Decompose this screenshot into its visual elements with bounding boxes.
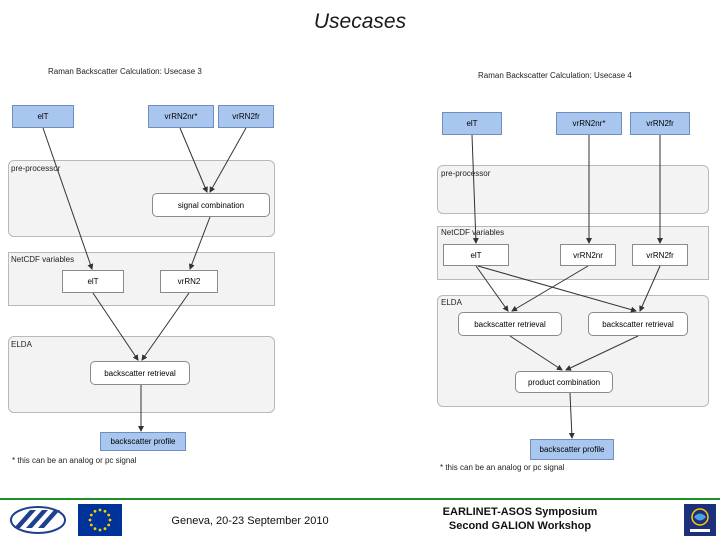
right-input-vrrn2nr: vrRN2nr*: [556, 112, 622, 135]
right-preprocessor-group: [437, 165, 709, 214]
right-netcdf-vrrn2fr: vrRN2fr: [632, 244, 688, 266]
left-diagram-title: Raman Backscatter Calculation: Usecase 3: [48, 67, 202, 76]
footer-event: EARLINET-ASOS Symposium Second GALION Wo…: [410, 505, 630, 533]
right-netcdf-label: NetCDF variables: [441, 228, 505, 237]
left-note: * this can be an analog or pc signal: [12, 456, 137, 465]
eu-flag-logo: [78, 504, 122, 536]
left-netcdf-vrrn2: vrRN2: [160, 270, 218, 293]
right-input-vrrn2fr: vrRN2fr: [630, 112, 690, 135]
footer-divider: [0, 498, 720, 500]
left-netcdf-label: NetCDF variables: [11, 255, 75, 264]
left-signal-combination: signal combination: [152, 193, 270, 217]
left-input-elt: elT: [12, 105, 74, 128]
project-logo: [10, 506, 66, 534]
right-backscatter-retrieval-1: backscatter retrieval: [458, 312, 562, 336]
right-backscatter-profile: backscatter profile: [530, 439, 614, 460]
footer-location-date: Geneva, 20-23 September 2010: [171, 515, 329, 527]
right-preprocessor-label: pre-processor: [441, 169, 491, 178]
right-note: * this can be an analog or pc signal: [440, 463, 565, 472]
right-product-combination: product combination: [515, 371, 613, 393]
slide-title: Usecases: [313, 10, 407, 33]
left-netcdf-elt: elT: [62, 270, 124, 293]
right-netcdf-vrrn2nr: vrRN2nr: [560, 244, 616, 266]
left-backscatter-profile: backscatter profile: [100, 432, 186, 451]
left-preprocessor-label: pre-processor: [11, 164, 61, 173]
right-backscatter-retrieval-2: backscatter retrieval: [588, 312, 688, 336]
left-input-vrrn2fr: vrRN2fr: [218, 105, 274, 128]
right-input-elt: elT: [442, 112, 502, 135]
left-input-vrrn2nr: vrRN2nr*: [148, 105, 214, 128]
right-diagram-title: Raman Backscatter Calculation: Usecase 4: [478, 71, 632, 80]
footer-event-line1: EARLINET-ASOS Symposium: [442, 506, 598, 518]
left-elda-label: ELDA: [11, 340, 32, 349]
right-netcdf-elt: elT: [443, 244, 509, 266]
right-elda-label: ELDA: [441, 298, 462, 307]
earlinet-logo: [684, 504, 716, 536]
left-backscatter-retrieval: backscatter retrieval: [90, 361, 190, 385]
footer-event-line2: Second GALION Workshop: [448, 520, 592, 532]
